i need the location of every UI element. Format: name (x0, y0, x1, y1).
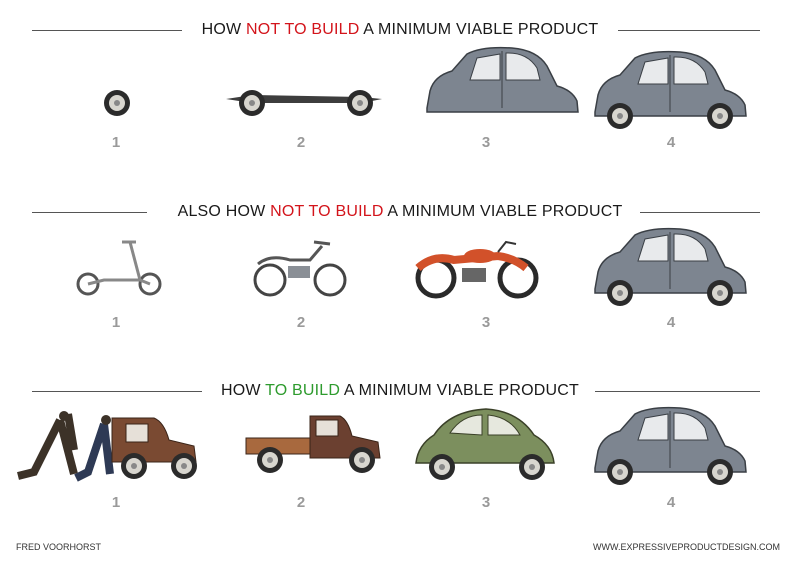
car-illustration (590, 50, 752, 132)
step-number: 4 (666, 134, 676, 151)
step-number: 2 (296, 494, 306, 511)
row-2-title: ALSO HOW NOT TO BUILD A MINIMUM VIABLE P… (0, 203, 800, 221)
divider-line (32, 391, 202, 392)
car-illustration (590, 406, 752, 488)
step-number: 1 (111, 494, 121, 511)
green-car-illustration (415, 408, 555, 480)
car-illustration (590, 227, 752, 309)
divider-line (595, 391, 760, 392)
step-number: 3 (481, 494, 491, 511)
step-number: 1 (111, 314, 121, 331)
divider-line (640, 212, 760, 213)
author-credit: FRED VOORHORST (16, 542, 102, 552)
step-number: 4 (666, 314, 676, 331)
wheel-illustration (104, 90, 130, 116)
car-body-illustration (426, 46, 579, 113)
chassis-illustration (226, 90, 382, 116)
motorcycle-illustration (415, 240, 539, 299)
pickup-truck-illustration (245, 415, 381, 473)
step-number: 2 (296, 314, 306, 331)
step-number: 2 (296, 134, 306, 151)
row-1-title: HOW NOT TO BUILD A MINIMUM VIABLE PRODUC… (0, 21, 800, 39)
step-number: 3 (481, 314, 491, 331)
step-number: 1 (111, 134, 121, 151)
divider-line (32, 212, 147, 213)
website-link: WWW.EXPRESSIVEPRODUCTDESIGN.COM (592, 542, 780, 552)
row-3-title: HOW TO BUILD A MINIMUM VIABLE PRODUCT (0, 382, 800, 400)
moped-illustration (253, 240, 347, 297)
step-number: 4 (666, 494, 676, 511)
divider-line (32, 30, 182, 31)
step-number: 3 (481, 134, 491, 151)
pushed-cart-illustration (17, 411, 197, 482)
scooter-illustration (76, 240, 162, 296)
divider-line (618, 30, 760, 31)
